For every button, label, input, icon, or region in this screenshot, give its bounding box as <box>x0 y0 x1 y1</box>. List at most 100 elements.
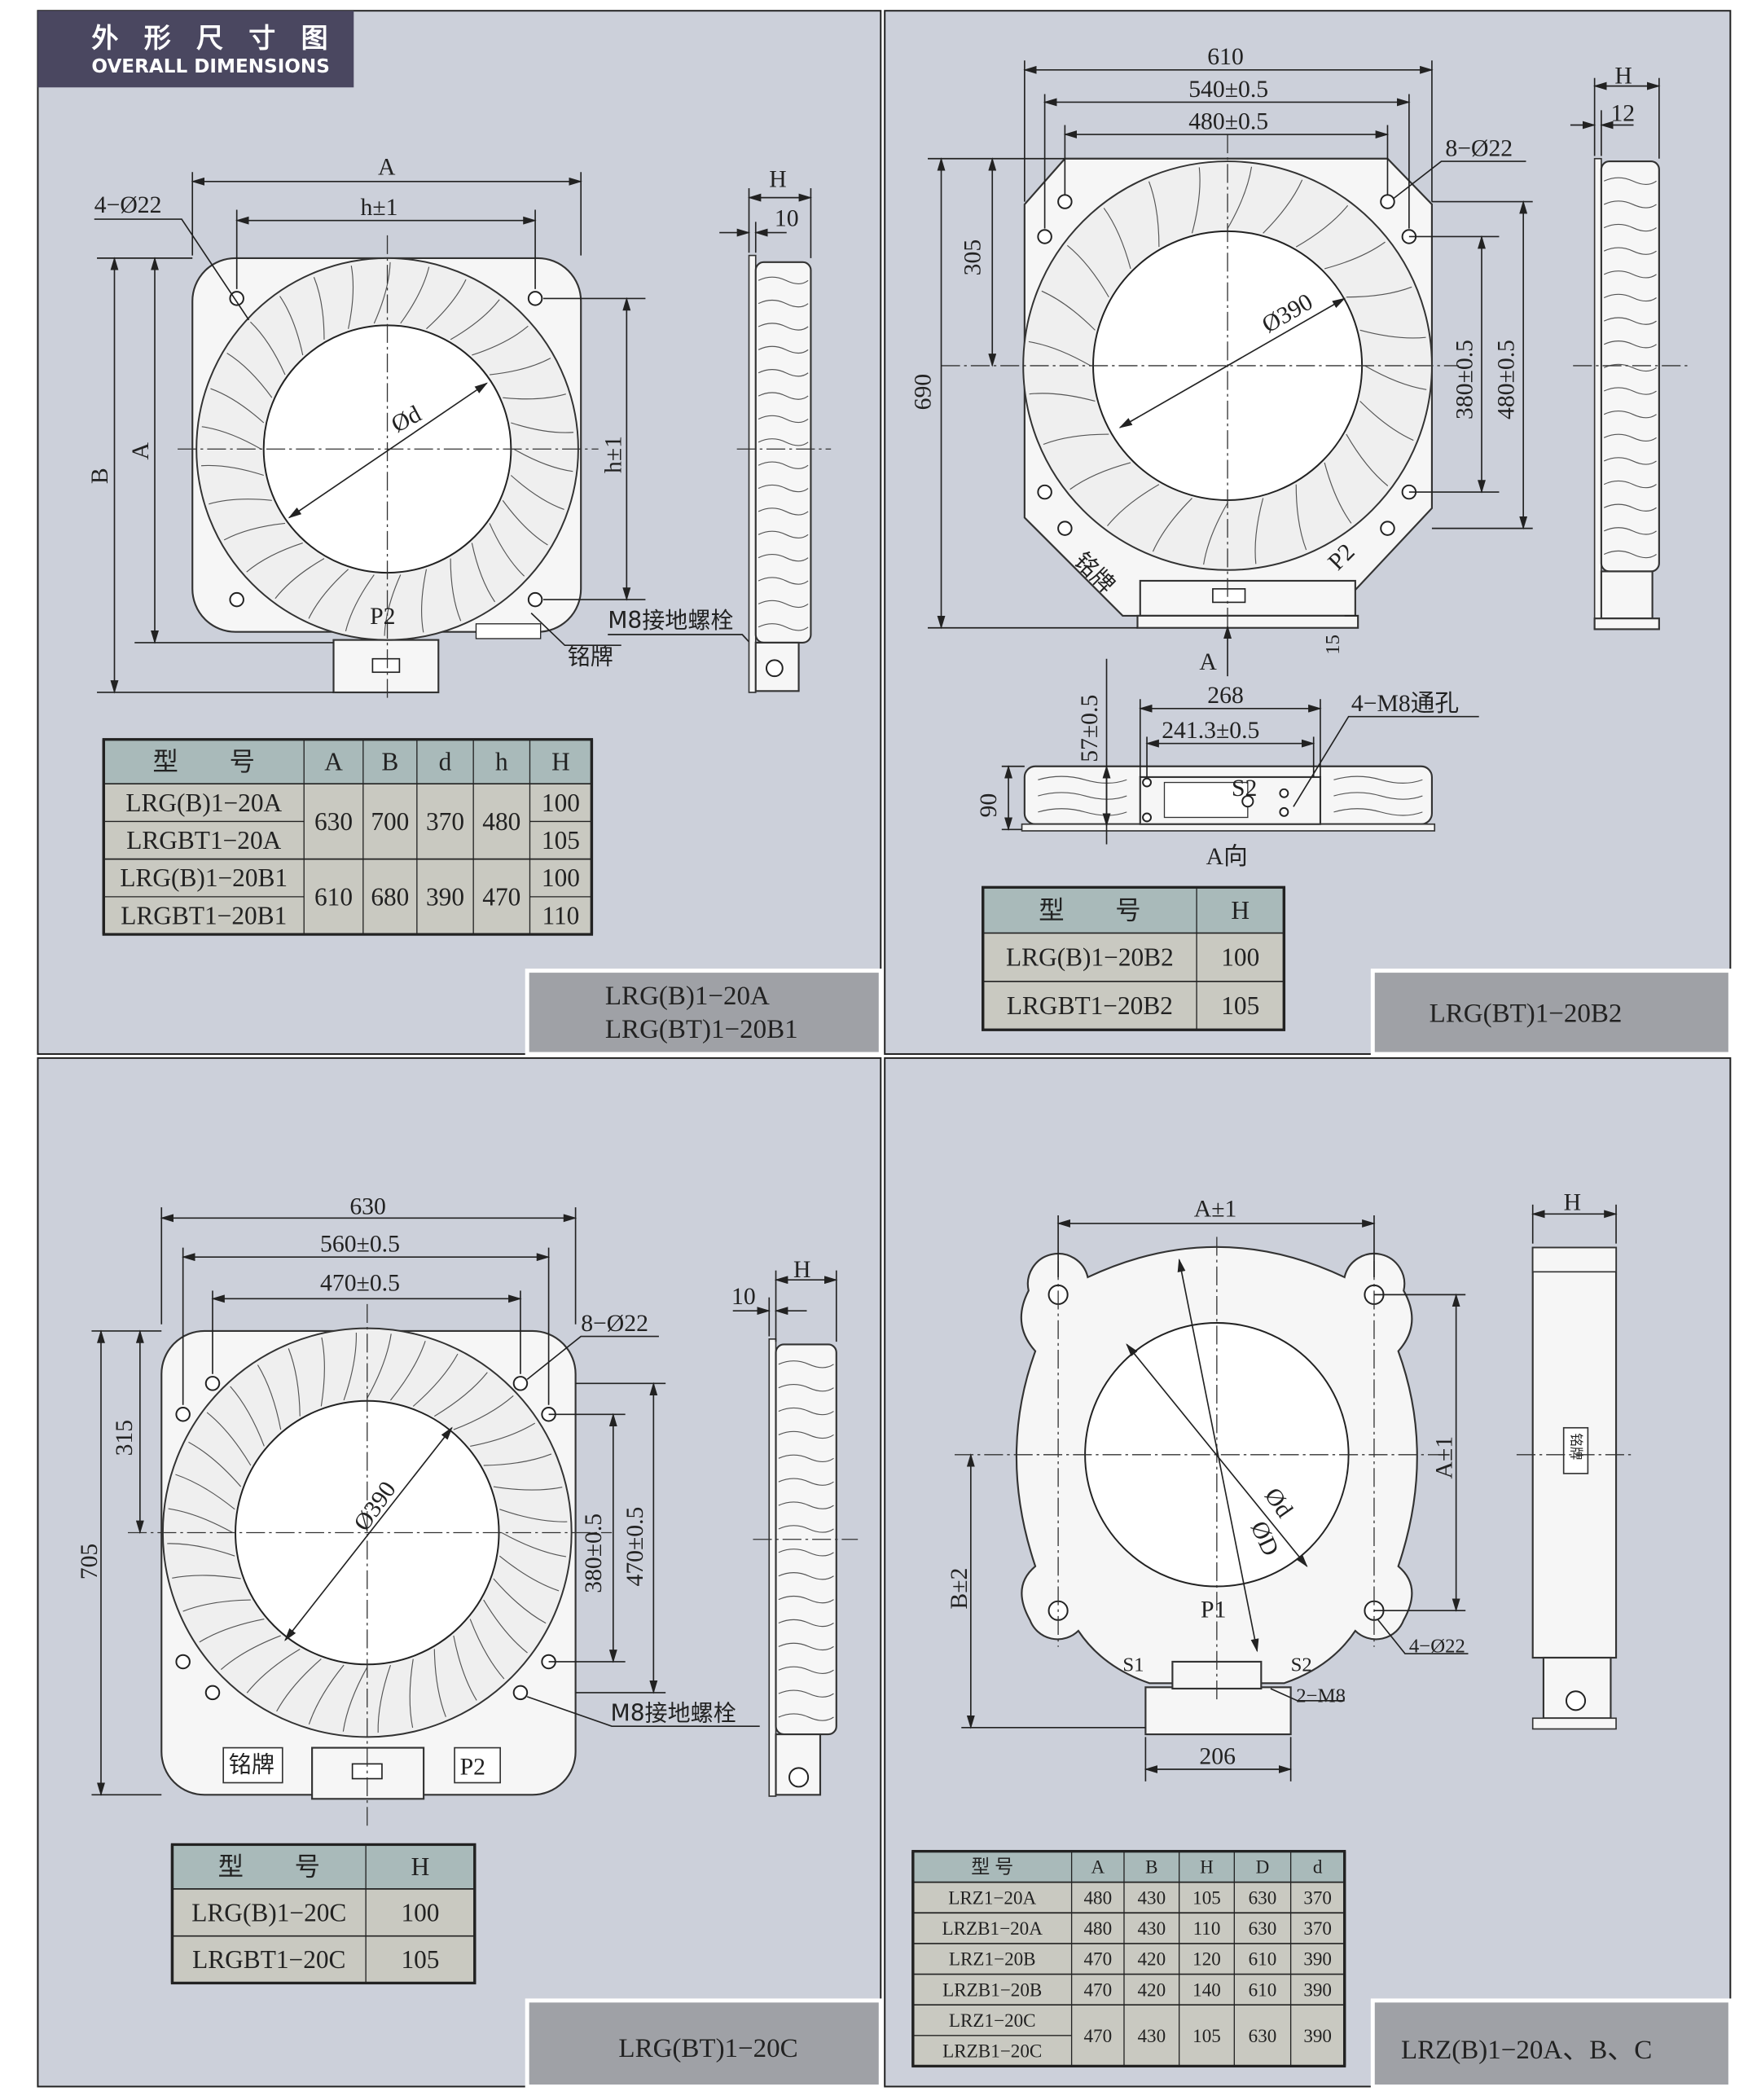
drawing-c-front: 630 560±0.5 470±0.5 8−Ø22 315 705 Ø390 3… <box>77 1193 760 1829</box>
winding-line <box>377 1664 391 1733</box>
terminal-s2: S2 <box>1232 775 1257 802</box>
winding-line <box>246 1648 301 1694</box>
winding-line <box>1227 166 1253 229</box>
dim-57: 57±0.5 <box>1077 695 1103 762</box>
nameplate-label: 铭牌 <box>1569 1433 1584 1460</box>
winding-line <box>209 499 272 505</box>
winding-line <box>450 299 500 340</box>
mount-hole <box>229 291 244 306</box>
winding-line <box>1041 290 1096 331</box>
dim-560: 560±0.5 <box>320 1232 400 1258</box>
winding-line <box>470 1422 536 1447</box>
winding-line <box>498 1555 560 1592</box>
dim-a-width: A <box>378 155 396 181</box>
winding-line <box>778 1549 834 1557</box>
terminal-p1: P1 <box>1201 1597 1226 1623</box>
dim-h-width: h±1 <box>361 195 398 221</box>
table-header-cell: 型 号 <box>153 747 255 775</box>
winding-line <box>483 1599 528 1654</box>
dim-h-depth: H <box>769 166 786 192</box>
winding-line <box>313 277 325 340</box>
dim-a-height: A±1 <box>1432 1436 1458 1479</box>
value-cell: 390 <box>1303 2025 1332 2046</box>
dim-b-height: B <box>87 468 113 484</box>
winding-line <box>778 1595 834 1604</box>
winding-line <box>758 507 809 516</box>
winding-line <box>389 1340 426 1401</box>
winding-line <box>279 296 304 356</box>
drawing-d-side: 铭牌 H <box>1516 1189 1634 1730</box>
value-cell: 480 <box>1083 1918 1112 1939</box>
winding-line <box>276 1658 322 1712</box>
winding-line <box>288 1348 301 1417</box>
table-header-cell: H <box>1200 1856 1214 1878</box>
winding-line <box>503 393 566 400</box>
winding-line <box>1066 244 1109 298</box>
dim-268: 268 <box>1207 683 1244 709</box>
winding-line <box>348 266 354 329</box>
winding-line <box>758 438 809 446</box>
winding-line <box>758 369 809 377</box>
table-header-cell: d <box>1313 1856 1323 1878</box>
winding-line <box>400 266 430 324</box>
value-cell: 420 <box>1137 1979 1166 2000</box>
winding-line <box>1324 241 1386 270</box>
ground-bolt-label: M8接地螺栓 <box>611 1700 736 1727</box>
model-label-d: LRZ(B)1−20A、B、C <box>1370 1998 1733 2089</box>
winding-line <box>758 530 809 539</box>
dim-480: 480±0.5 <box>1188 108 1268 134</box>
dim-h-depth: H <box>793 1257 810 1283</box>
section-header: 外 形 尺 寸 图 OVERALL DIMENSIONS <box>37 11 354 88</box>
winding-line <box>1603 387 1657 395</box>
winding-line <box>471 543 496 603</box>
winding-line <box>758 600 809 608</box>
winding-line <box>308 1664 345 1725</box>
drawing-a-front: A h±1 4−Ø22 B A Ød h±1 P2 M8接地螺栓 铭牌 <box>87 155 761 700</box>
dim-10: 10 <box>731 1284 756 1310</box>
model-label-c: LRG(BT)1−20C <box>525 1998 883 2089</box>
model-label-line: LRG(BT)1−20B1 <box>605 1015 798 1044</box>
dim-470: 470±0.5 <box>320 1270 400 1296</box>
winding-line <box>450 558 462 622</box>
winding-line <box>199 1619 265 1643</box>
winding-line <box>1333 808 1423 816</box>
winding-line <box>1038 775 1127 784</box>
value-cell: 100 <box>1221 943 1259 972</box>
winding-line <box>426 279 467 330</box>
table-header-bg <box>912 1851 1345 1883</box>
value-cell: 370 <box>426 807 464 836</box>
winding-line <box>223 522 286 541</box>
dim-630: 630 <box>349 1193 386 1219</box>
terminal-p2: P2 <box>370 604 395 630</box>
dim-h-depth: H <box>1564 1189 1581 1215</box>
table-header-cell: B <box>1145 1856 1157 1878</box>
value-cell: 610 <box>1249 1948 1277 1970</box>
winding-line <box>367 1333 392 1399</box>
winding-line <box>758 553 809 562</box>
winding-line <box>758 623 809 631</box>
dim-690: 690 <box>910 374 936 411</box>
table-header-cell: 型 号 <box>218 1852 320 1881</box>
model-cell: LRZB1−20C <box>942 2041 1042 2062</box>
winding-line <box>1603 503 1657 512</box>
winding-line <box>778 1666 834 1674</box>
mount-hole <box>527 291 543 306</box>
nameplate-icon <box>371 657 401 674</box>
winding-line <box>758 276 809 284</box>
winding-line <box>778 1619 834 1628</box>
winding-line <box>469 1619 505 1680</box>
dim-plate-thickness: 10 <box>775 205 799 231</box>
value-cell: 630 <box>1249 1887 1277 1908</box>
winding-line <box>373 261 391 324</box>
value-cell: 105 <box>1192 2025 1221 2046</box>
model-cell: LRZB1−20A <box>942 1918 1043 1939</box>
value-cell: 610 <box>1249 1979 1277 2000</box>
winding-line <box>758 461 809 469</box>
winding-line <box>421 569 428 633</box>
winding-line <box>510 475 564 511</box>
table-header-cell: 型 号 <box>1039 896 1140 925</box>
value-cell: 140 <box>1192 1979 1221 2000</box>
dim-90: 90 <box>976 793 1002 818</box>
